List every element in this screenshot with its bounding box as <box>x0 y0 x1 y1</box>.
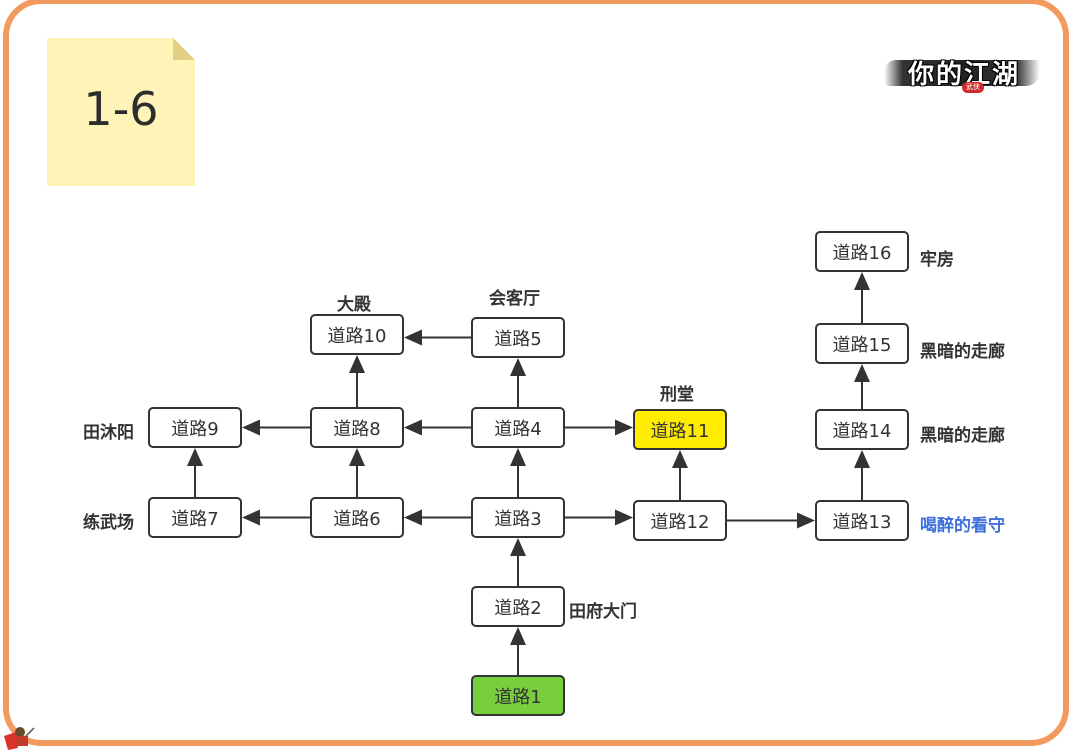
arrowhead-icon-n4-to-n11 <box>615 419 633 436</box>
game-logo: 你的江湖 武侠 <box>884 52 1040 96</box>
arrowhead-icon-n5-to-n10 <box>404 329 422 346</box>
npc-label-drunk-guard: 喝醉的看守 <box>920 516 1005 536</box>
road-node-4[interactable]: 道路4 <box>471 407 565 448</box>
road-node-2[interactable]: 道路2 <box>471 586 565 627</box>
place-label-gate: 田府大门 <box>569 602 637 622</box>
arrowhead-icon-n8-to-n10 <box>349 355 365 373</box>
level-title: 1-6 <box>83 82 159 136</box>
place-label-dark-corridor-2: 黑暗的走廊 <box>920 342 1005 362</box>
road-node-15[interactable]: 道路15 <box>815 323 909 364</box>
arrowhead-icon-n4-to-n8 <box>404 419 422 436</box>
place-label-main-hall: 大殿 <box>337 295 371 315</box>
note-fold-shadow <box>173 38 195 60</box>
place-label-prison-cell: 牢房 <box>920 250 954 270</box>
place-label-training-ground: 练武场 <box>83 513 134 533</box>
arrowhead-icon-n13-to-n14 <box>854 450 870 468</box>
arrowhead-icon-n15-to-n16 <box>854 272 870 290</box>
road-node-9[interactable]: 道路9 <box>148 407 242 448</box>
arrowhead-icon-n8-to-n9 <box>242 419 260 436</box>
arrowhead-icon-n1-to-n2 <box>510 627 526 645</box>
road-node-11[interactable]: 道路11 <box>633 409 727 450</box>
road-node-14[interactable]: 道路14 <box>815 409 909 450</box>
place-label-tian-muyang: 田沐阳 <box>83 423 134 443</box>
arrowhead-icon-n4-to-n5 <box>510 358 526 376</box>
arrowhead-icon-n12-to-n11 <box>672 450 688 468</box>
arrowhead-icon-n3-to-n4 <box>510 448 526 466</box>
road-node-13[interactable]: 道路13 <box>815 500 909 541</box>
road-node-5[interactable]: 道路5 <box>471 317 565 358</box>
road-node-7[interactable]: 道路7 <box>148 497 242 538</box>
logo-seal: 武侠 <box>962 82 984 93</box>
road-node-16[interactable]: 道路16 <box>815 231 909 272</box>
road-node-3[interactable]: 道路3 <box>471 497 565 538</box>
arrowhead-icon-n3-to-n12 <box>615 509 633 526</box>
road-node-1[interactable]: 道路1 <box>471 675 565 716</box>
place-label-punishment-hall: 刑堂 <box>660 385 694 405</box>
arrowhead-icon-n6-to-n7 <box>242 509 260 526</box>
road-node-12[interactable]: 道路12 <box>633 500 727 541</box>
place-label-dark-corridor-1: 黑暗的走廊 <box>920 426 1005 446</box>
logo-brush-stroke <box>884 60 1040 86</box>
road-node-6[interactable]: 道路6 <box>310 497 404 538</box>
level-sticky-note: 1-6 <box>47 38 195 186</box>
arrowhead-icon-n6-to-n8 <box>349 448 365 466</box>
road-node-10[interactable]: 道路10 <box>310 314 404 355</box>
road-node-8[interactable]: 道路8 <box>310 407 404 448</box>
arrowhead-icon-n14-to-n15 <box>854 364 870 382</box>
arrowhead-icon-n12-to-n13 <box>797 512 815 529</box>
arrowhead-icon-n2-to-n3 <box>510 538 526 556</box>
place-label-reception-hall: 会客厅 <box>489 289 540 309</box>
mascot-icon <box>4 727 35 750</box>
arrowhead-icon-n7-to-n9 <box>187 448 203 466</box>
arrowhead-icon-n3-to-n6 <box>404 509 422 526</box>
